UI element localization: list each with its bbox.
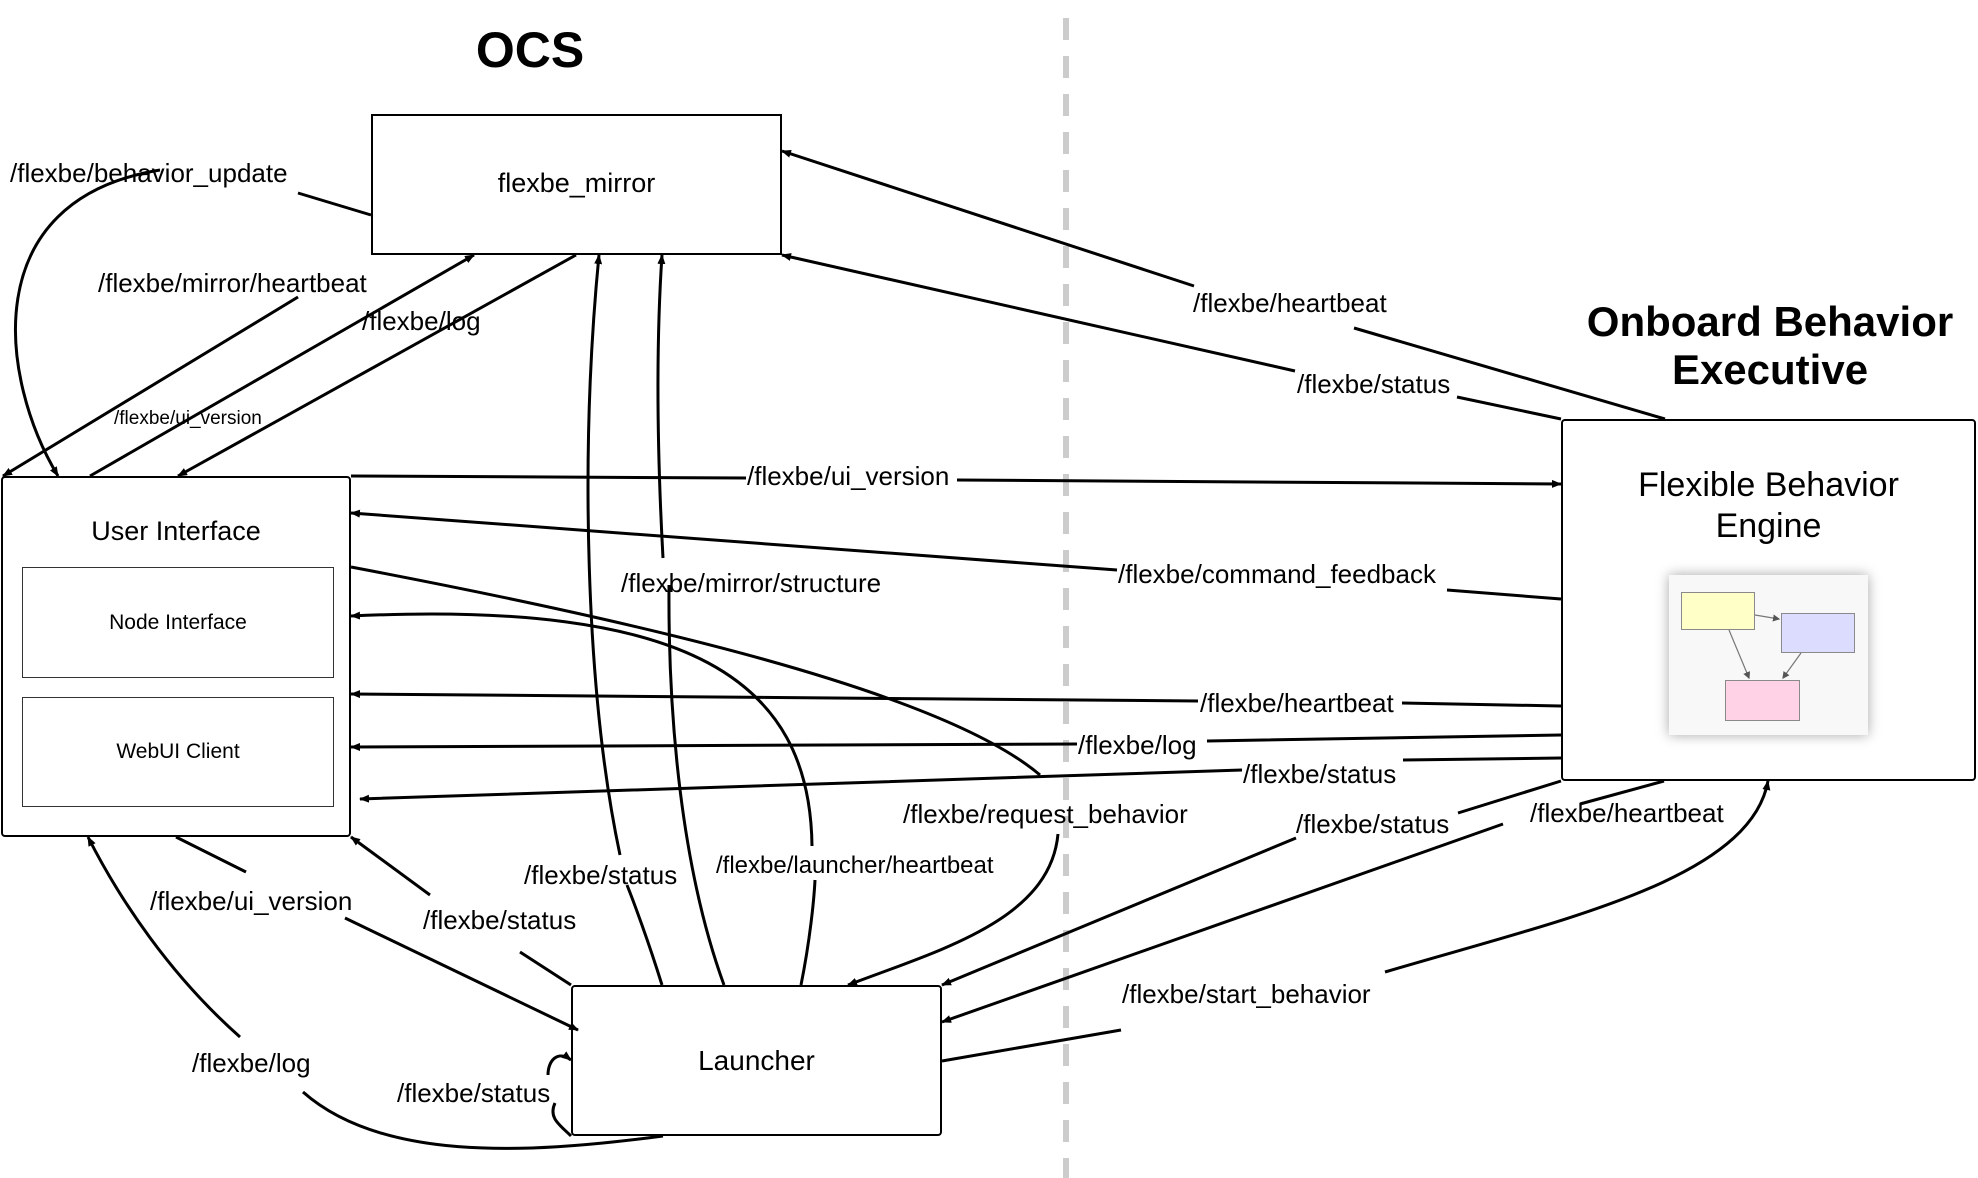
edge-launcher-status-to-ui[interactable] (351, 837, 572, 987)
label-ui-version-small: /flexbe/ui_version (114, 408, 262, 429)
flexbe-mirror-node[interactable]: flexbe_mirror (371, 114, 782, 255)
edge-command-feedback[interactable] (351, 513, 1562, 601)
launcher-label: Launcher (698, 1045, 815, 1076)
edge-start-behavior[interactable] (941, 781, 1768, 1063)
edge-behavior-update[interactable] (14, 168, 372, 476)
label-request-behavior: /flexbe/request_behavior (903, 799, 1188, 829)
edge-engine-heartbeat-to-launcher[interactable] (942, 779, 1665, 1022)
edge-engine-log-to-ui[interactable] (351, 733, 1562, 747)
flexible-behavior-engine-node[interactable]: Flexible Behavior Engine (1561, 419, 1976, 781)
label-launcher-log-to-ui: /flexbe/log (192, 1048, 311, 1078)
edge-launcher-self-status[interactable] (546, 1056, 571, 1138)
label-engine-status-to-mirror: /flexbe/status (1297, 369, 1450, 399)
edge-engine-status-to-ui[interactable] (360, 756, 1562, 799)
user-interface-label: User Interface (91, 516, 261, 546)
node-interface-label: Node Interface (109, 610, 247, 634)
label-start-behavior: /flexbe/start_behavior (1122, 979, 1371, 1009)
label-ui-version-to-engine: /flexbe/ui_version (747, 461, 949, 491)
thumbnail-arrows (1728, 614, 1802, 680)
edge-launcher-heartbeat[interactable] (351, 614, 817, 986)
edge-launcher-status-to-mirror[interactable] (586, 255, 664, 986)
edge-ui-version-to-engine[interactable] (350, 476, 1561, 484)
webui-client-label: WebUI Client (116, 740, 240, 763)
edge-engine-status-to-launcher[interactable] (942, 779, 1562, 985)
edge-ui-version-to-mirror[interactable] (89, 253, 475, 478)
label-engine-heartbeat-to-launcher: /flexbe/heartbeat (1530, 798, 1724, 828)
label-engine-log-to-ui: /flexbe/log (1078, 730, 1197, 760)
label-engine-status-to-launcher: /flexbe/status (1296, 809, 1449, 839)
edge-engine-status-to-mirror[interactable] (782, 255, 1562, 421)
label-launcher-self-status: /flexbe/status (397, 1078, 550, 1108)
user-interface-node[interactable]: User Interface Node Interface WebUI Clie… (1, 476, 351, 837)
flexbe-mirror-label: flexbe_mirror (497, 168, 656, 198)
behavior-graph-thumbnail (1669, 575, 1868, 735)
edge-engine-heartbeat-to-ui[interactable] (351, 694, 1562, 708)
edge-mirror-heartbeat[interactable] (2, 295, 299, 478)
edge-labels: /flexbe/behavior_update /flexbe/mirror/h… (10, 158, 1724, 1108)
label-ui-version-to-launcher: /flexbe/ui_version (150, 886, 352, 916)
label-command-feedback: /flexbe/command_feedback (1118, 559, 1437, 589)
label-engine-heartbeat-to-ui: /flexbe/heartbeat (1200, 688, 1394, 718)
flexible-behavior-engine-label: Flexible Behavior Engine (1638, 466, 1899, 546)
edge-request-behavior[interactable] (350, 565, 1060, 985)
label-launcher-heartbeat: /flexbe/launcher/heartbeat (716, 852, 994, 879)
label-mirror-log: /flexbe/log (362, 306, 481, 336)
webui-client-box[interactable]: WebUI Client (22, 697, 334, 807)
onboard-group-title: Onboard Behavior Executive (1586, 298, 1954, 394)
label-behavior-update: /flexbe/behavior_update (10, 158, 288, 188)
label-launcher-status-to-mirror: /flexbe/status (524, 860, 677, 890)
label-mirror-heartbeat: /flexbe/mirror/heartbeat (98, 268, 368, 298)
edge-launcher-log-to-ui[interactable] (88, 837, 664, 1150)
thumbnail-state-pink (1725, 680, 1800, 721)
thumbnail-state-blue (1781, 613, 1855, 653)
label-engine-status-to-ui: /flexbe/status (1243, 759, 1396, 789)
ocs-group-title: OCS (475, 22, 585, 78)
thumbnail-state-yellow (1681, 592, 1755, 630)
node-interface-box[interactable]: Node Interface (22, 567, 334, 678)
edge-mirror-structure[interactable] (658, 255, 726, 986)
edge-ui-version-to-launcher[interactable] (175, 835, 578, 1030)
edge-mirror-log[interactable] (177, 253, 577, 478)
label-mirror-structure: /flexbe/mirror/structure (621, 568, 881, 598)
launcher-node[interactable]: Launcher (571, 985, 942, 1136)
label-engine-heartbeat-to-mirror: /flexbe/heartbeat (1193, 288, 1387, 318)
edge-engine-heartbeat-to-mirror[interactable] (782, 151, 1666, 421)
label-launcher-status-to-ui: /flexbe/status (423, 905, 576, 935)
